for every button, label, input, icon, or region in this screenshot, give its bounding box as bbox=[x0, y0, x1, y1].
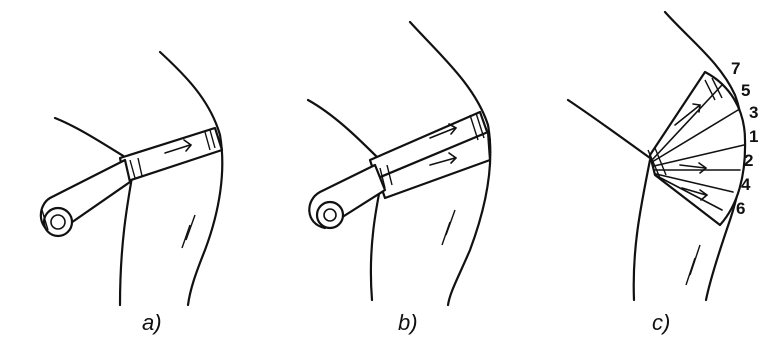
back-line-c bbox=[568, 100, 650, 158]
shoulder-outline-a bbox=[160, 52, 222, 305]
bandage-roll-a bbox=[44, 208, 72, 236]
turn-number-2: 2 bbox=[744, 152, 753, 169]
caption-a: a) bbox=[142, 310, 162, 336]
arm-outline-c bbox=[634, 160, 650, 300]
back-line-a bbox=[55, 118, 130, 160]
panel-b-drawing bbox=[308, 22, 490, 305]
turn-number-1: 1 bbox=[749, 128, 758, 145]
panel-c-drawing bbox=[568, 12, 745, 300]
bandage-roll-b bbox=[317, 202, 343, 228]
panel-a-drawing bbox=[41, 52, 222, 305]
caption-b: b) bbox=[398, 310, 418, 336]
turn-number-7: 7 bbox=[731, 60, 740, 77]
turn-number-6: 6 bbox=[736, 200, 745, 217]
back-line-b bbox=[308, 100, 380, 160]
turn-number-4: 4 bbox=[741, 176, 750, 193]
turn-number-3: 3 bbox=[749, 104, 758, 121]
turn-number-5: 5 bbox=[741, 82, 750, 99]
caption-c: c) bbox=[652, 310, 670, 336]
